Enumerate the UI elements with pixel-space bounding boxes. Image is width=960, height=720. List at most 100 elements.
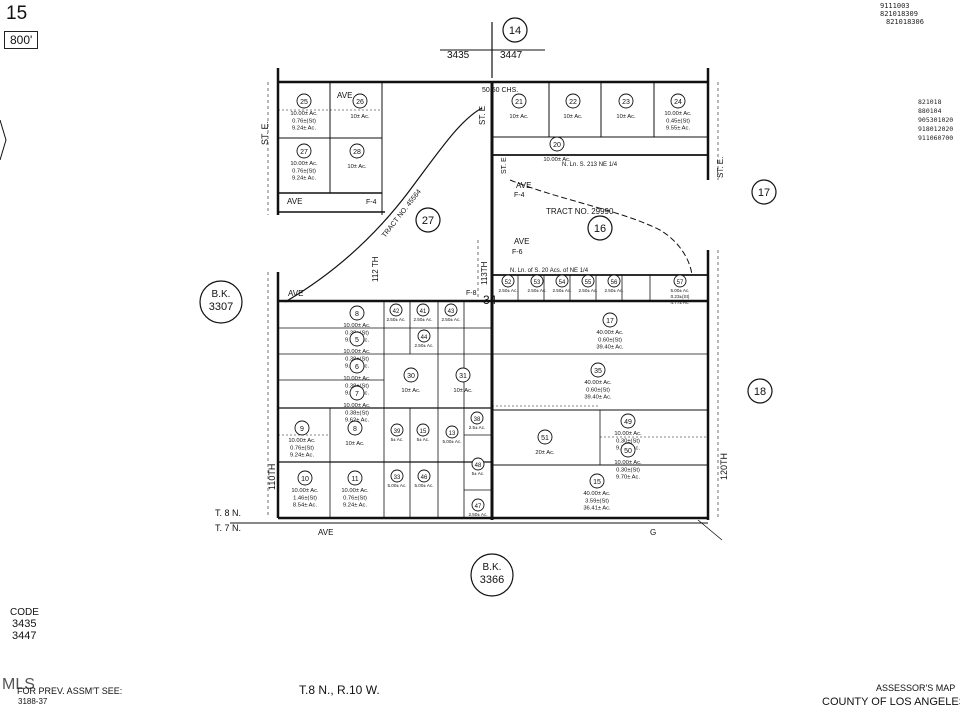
parcel-number-circle	[620, 413, 636, 429]
parcel-number-circle	[296, 143, 312, 159]
parcel-number-circle	[296, 93, 312, 109]
parcel-net-area: 9.62± Ac.	[345, 418, 370, 424]
parcel-number: 31	[459, 373, 467, 380]
street-110th: 110TH	[267, 464, 277, 490]
parcel-area: 40.00± Ac.	[583, 491, 611, 497]
parcel-area: 10.00± Ac.	[343, 403, 371, 409]
street-ave-bottom: AVE	[318, 528, 333, 537]
parcel-number-circle	[416, 303, 430, 317]
sheet-17: 17	[758, 187, 770, 199]
parcel-net-area: 4.77± Ac.	[670, 300, 689, 305]
parcel-area: 10± Ac.	[563, 114, 583, 120]
sheet-14: 14	[509, 25, 521, 37]
parcel-number-circle	[470, 411, 484, 425]
parcel-number: 5	[355, 337, 359, 344]
book-left-label: B.K.	[212, 289, 231, 300]
parcel-area: 5.00± Ac.	[442, 439, 461, 444]
parcel-number-circle	[416, 423, 430, 437]
parcel-number: 43	[448, 309, 455, 315]
parcel-street-deduction: 0.76±(St)	[343, 495, 367, 501]
parcel-area: 2.50± Ac.	[414, 343, 433, 348]
street-ave-f4: AVE	[287, 197, 302, 206]
parcel-net-area: 9.24± Ac.	[343, 503, 368, 509]
street-120th: 120TH	[719, 453, 729, 480]
parcel-number-circle	[349, 385, 365, 401]
parcel-number-circle	[445, 425, 459, 439]
street-f4: F-4	[366, 199, 377, 206]
parcel-net-area: 39.40± Ac.	[596, 345, 624, 351]
parcel-area: 10.00± Ac.	[343, 376, 371, 382]
parcel-street-deduction: 0.76±(St)	[290, 445, 314, 451]
parcel-number: 20	[553, 142, 561, 149]
parcel-number: 9	[300, 426, 304, 433]
street-ave-top: AVE	[337, 91, 352, 100]
parcel-area: 2.50± Ac.	[578, 288, 597, 293]
parcel-area: 5± Ac.	[391, 437, 404, 442]
sheet-16: 16	[594, 223, 606, 235]
parcel-number-circle	[549, 136, 565, 152]
footer-township: T.8 N., R.10 W.	[299, 683, 380, 697]
street-f6: F-6	[512, 249, 523, 256]
parcel-area: 10.00± Ac.	[664, 111, 692, 117]
book-bottom-number: 3366	[480, 574, 504, 586]
tract-29990: TRACT NO. 29990	[546, 207, 614, 216]
right-stamp: 918012020	[918, 125, 953, 133]
street-ave-f4-center: AVE	[516, 181, 531, 190]
parcel-number: 41	[420, 309, 427, 315]
n-line-2: N. Ln. of S. 20 Acs. of NE 1/4	[510, 268, 589, 274]
parcel-street-deduction: 0.30±(St)	[616, 438, 640, 444]
street-f4-center: F-4	[514, 192, 525, 199]
street-ave-f8: AVE	[288, 289, 303, 298]
t8n: T. 8 N.	[215, 508, 241, 518]
parcel-number-circle	[471, 498, 485, 512]
parcel-number-circle	[347, 470, 363, 486]
parcel-number-circle	[511, 93, 527, 109]
parcel-number-circle	[530, 274, 544, 288]
parcel-street-deduction: 0.38±(St)	[345, 410, 369, 416]
parcel-number-circle	[537, 429, 553, 445]
parcel-area: 2.50± Ac.	[552, 288, 571, 293]
parcel-number-circle	[349, 143, 365, 159]
parcel-number-circle	[347, 420, 363, 436]
top-stamp: 9111003	[880, 2, 910, 10]
parcel-number-circle	[607, 274, 621, 288]
parcel-number-circle	[390, 423, 404, 437]
mls-watermark: MLS	[2, 676, 35, 693]
parcel-area: 10.00± Ac.	[343, 323, 371, 329]
parcel-number-circle	[352, 93, 368, 109]
parcel-street-deduction: 0.76±(St)	[292, 118, 316, 124]
parcel-street-deduction: 0.60±(St)	[586, 387, 610, 393]
parcel-area: 2.50± Ac.	[604, 288, 623, 293]
parcel-number-circle	[555, 274, 569, 288]
parcel-net-area: 39.40± Ac.	[584, 395, 612, 401]
parcel-number: 42	[393, 309, 400, 315]
sheet-18: 18	[754, 386, 766, 398]
parcel-number-circle	[417, 469, 431, 483]
parcel-area: 10.00± Ac.	[614, 431, 642, 437]
parcel-number: 17	[606, 318, 614, 325]
code-2: 3447	[12, 630, 37, 642]
parcel-number-circle	[501, 274, 515, 288]
parcel-street-deduction: 3.59±(St)	[585, 498, 609, 504]
street-st-e-right2: ST. E	[501, 157, 508, 174]
parcel-net-area: 9.24± Ac.	[290, 453, 315, 459]
parcel-number: 48	[475, 463, 482, 469]
parcel-number-circle	[403, 367, 419, 383]
parcel-net-area: 8.54± Ac.	[293, 503, 318, 509]
parcel-number: 53	[534, 280, 541, 286]
parcel-area: 10± Ac.	[347, 164, 367, 170]
parcel-area: 5.00± Ac.	[387, 483, 406, 488]
parcel-area: 10.00± Ac.	[343, 349, 371, 355]
scale-label: 800'	[4, 31, 39, 49]
parcel-number: 28	[353, 149, 361, 156]
parcel-number: 21	[515, 99, 523, 106]
parcel-number-circle	[294, 420, 310, 436]
parcel-street-deduction: 0.76±(St)	[292, 168, 316, 174]
stamp-group: 9111003821018309821018306821018880104905…	[880, 2, 953, 142]
parcel-number: 44	[421, 335, 428, 341]
parcel-number: 8	[355, 311, 359, 318]
parcel-number: 56	[611, 280, 618, 286]
parcel-area: 2.50± Ac.	[468, 512, 487, 517]
